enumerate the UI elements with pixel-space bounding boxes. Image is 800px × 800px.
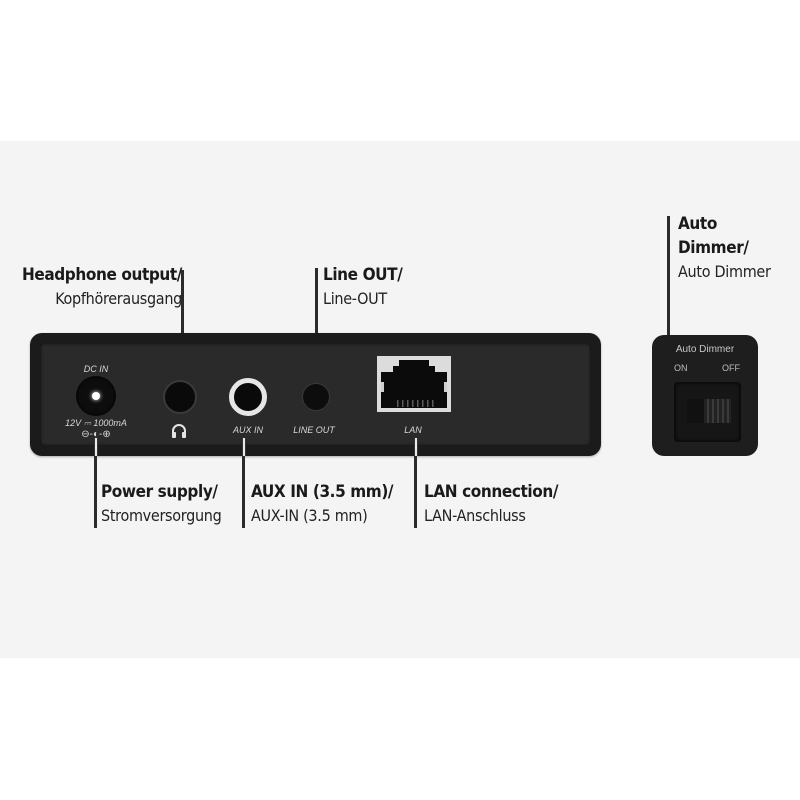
headphone-jack[interactable]	[163, 380, 197, 414]
dc-rating-label: 12V ⎓ 1000mA	[65, 418, 127, 428]
auto-dimmer-title-2: Dimmer/	[678, 238, 749, 258]
headphone-callout: Headphone output/ Kopfhörerausgang	[10, 263, 182, 311]
lan-port[interactable]	[377, 356, 451, 412]
lan-leader-panel	[414, 438, 418, 456]
headphone-subtitle: Kopfhörerausgang	[55, 289, 182, 308]
dimmer-on-label: ON	[674, 363, 688, 373]
power-leader	[94, 456, 97, 528]
lan-title: LAN connection/	[424, 482, 559, 502]
dc-in-jack[interactable]	[76, 376, 116, 416]
auto-dimmer-title-1: Auto	[678, 214, 717, 234]
lan-subtitle: LAN-Anschluss	[424, 506, 526, 525]
lan-label: LAN	[404, 425, 422, 435]
line-out-callout: Line OUT/ Line-OUT	[323, 263, 403, 311]
power-callout: Power supply/ Stromversorgung	[101, 480, 222, 528]
auto-dimmer-panel-title: Auto Dimmer	[675, 344, 735, 355]
aux-in-title: AUX IN (3.5 mm)/	[251, 482, 394, 502]
line-out-label: LINE OUT	[293, 425, 335, 435]
dimmer-switch-well	[674, 382, 741, 442]
line-out-subtitle: Line-OUT	[323, 289, 387, 308]
auto-dimmer-callout: Auto Dimmer/ Auto Dimmer	[678, 212, 771, 284]
dc-in-label: DC IN	[83, 364, 109, 374]
polarity-symbol: ⊖-◐-⊕	[81, 429, 111, 440]
aux-leader	[242, 456, 245, 528]
headphones-icon	[171, 423, 187, 439]
line-out-jack[interactable]	[302, 383, 330, 411]
power-leader-panel	[94, 438, 98, 456]
headphone-leader	[181, 270, 184, 334]
lan-callout: LAN connection/ LAN-Anschluss	[424, 480, 558, 528]
line-out-title: Line OUT/	[323, 265, 403, 285]
aux-in-label: AUX IN	[232, 425, 264, 435]
dimmer-off-label: OFF	[722, 363, 740, 373]
dimmer-slide-switch[interactable]	[687, 399, 731, 423]
line-out-leader	[315, 268, 318, 334]
aux-leader-panel	[242, 438, 246, 456]
aux-in-callout: AUX IN (3.5 mm)/ AUX-IN (3.5 mm)	[251, 480, 394, 528]
lan-leader	[414, 456, 417, 528]
auto-dimmer-subtitle: Auto Dimmer	[678, 262, 771, 281]
dimmer-switch-knob[interactable]	[704, 399, 731, 423]
power-subtitle: Stromversorgung	[101, 506, 222, 525]
power-title: Power supply/	[101, 482, 218, 502]
auto-dimmer-panel: Auto Dimmer ON OFF	[652, 335, 758, 456]
headphone-title: Headphone output/	[21, 265, 182, 285]
aux-in-subtitle: AUX-IN (3.5 mm)	[251, 506, 368, 525]
aux-in-jack[interactable]	[229, 378, 267, 416]
auto-dimmer-leader	[667, 216, 670, 338]
